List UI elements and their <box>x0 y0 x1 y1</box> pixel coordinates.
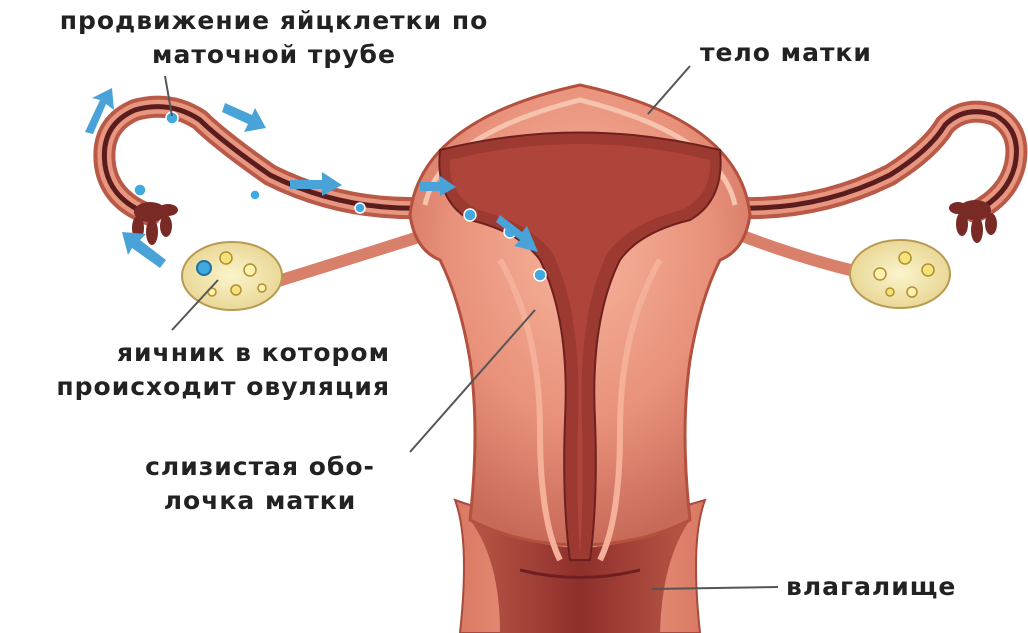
label-uterus-body-text: тело матки <box>700 36 872 70</box>
label-endometrium-line1: слизистая обо- <box>130 450 390 484</box>
right-ovary <box>850 240 950 308</box>
label-endometrium-line2: лочка матки <box>130 484 390 518</box>
left-ovarian-ligament <box>275 235 425 282</box>
right-ovarian-ligament <box>740 235 858 272</box>
label-egg-movement: продвижение яйцклетки по маточной трубе <box>14 4 534 72</box>
arrow-icon <box>222 103 266 132</box>
label-egg-movement-line2: маточной трубе <box>14 38 534 72</box>
label-uterus-body: тело матки <box>700 36 872 70</box>
right-fimbriae <box>949 200 997 243</box>
arrow-icon <box>122 232 166 268</box>
label-vagina-text: влагалище <box>786 570 956 604</box>
label-ovary-line2: происходит овуляция <box>10 370 390 404</box>
label-endometrium: слизистая обо- лочка матки <box>130 450 390 518</box>
label-egg-movement-line1: продвижение яйцклетки по <box>14 4 534 38</box>
label-ovary-line1: яичник в котором <box>10 336 390 370</box>
left-ovary <box>182 242 282 310</box>
label-ovary: яичник в котором происходит овуляция <box>10 336 390 404</box>
label-vagina: влагалище <box>786 570 956 604</box>
leader-line-uterus-body <box>648 66 690 114</box>
right-fallopian-tube <box>740 112 1016 243</box>
